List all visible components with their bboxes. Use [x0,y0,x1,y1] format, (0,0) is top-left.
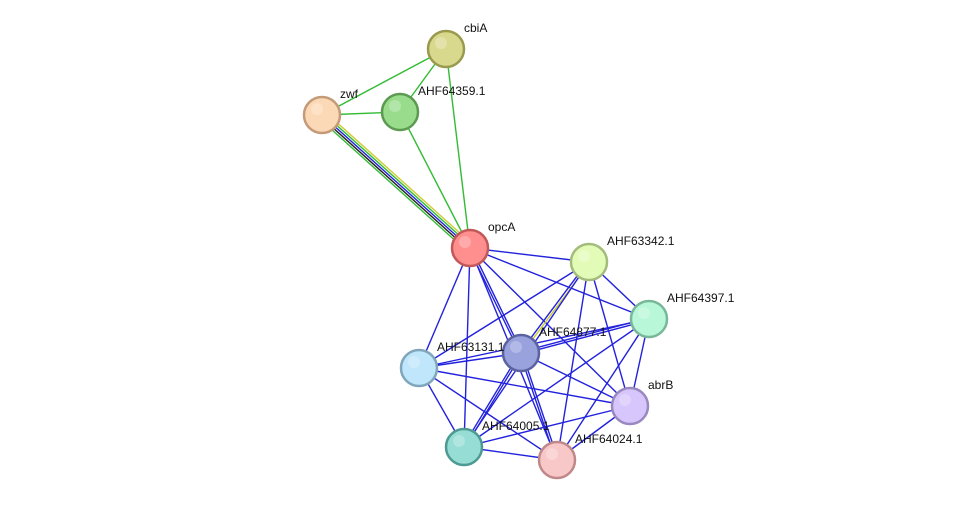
node-highlight-ahf64359-1 [389,100,401,112]
edge-zwf-opca-1 [323,112,472,247]
node-highlight-cbia [435,37,447,49]
edge-opca-ahf64005-1 [463,247,471,448]
node-circle-ahf64359-1[interactable] [380,92,420,132]
edge-opca-ahf63131-1 [418,247,471,369]
node-label-ahf64877-1: AHF64877.1 [539,325,607,339]
edge-ahf64397-1-ahf64877-1-0 [521,319,650,355]
node-highlight-zwf [311,103,323,115]
node-circle-opca[interactable] [450,228,490,268]
edge-ahf64359-1-opca [399,111,471,249]
edge-zwf-opca-2 [321,114,471,249]
edge-opca-ahf64877-1-0 [470,247,523,353]
node-label-ahf64397-1: AHF64397.1 [667,291,735,305]
node-label-ahf64005-1: AHF64005.1 [482,419,550,433]
node-label-ahf64359-1: AHF64359.1 [418,84,486,98]
node-highlight-opca [459,236,471,248]
node-circle-ahf64877-1[interactable] [501,333,541,373]
node-label-ahf64024-1: AHF64024.1 [575,432,643,446]
edge-ahf63131-1-ahf64024-1 [418,367,558,461]
node-highlight-ahf63131-1 [408,356,420,368]
edge-zwf-opca-4 [318,117,468,252]
node-abrb[interactable]: abrB [610,378,673,426]
edge-ahf63131-1-abrb [418,367,631,407]
edge-ahf63342-1-ahf64024-1 [556,261,590,461]
node-ahf63131-1[interactable]: AHF63131.1 [399,340,505,388]
node-label-opca: opcA [488,220,515,234]
node-circle-zwf[interactable] [302,95,342,135]
node-label-zwf: zwf [340,87,359,101]
node-ahf64024-1[interactable]: AHF64024.1 [537,432,643,480]
node-circle-ahf64397-1[interactable] [629,299,669,339]
edge-opca-ahf64397-1 [469,247,650,320]
node-circle-ahf64005-1[interactable] [444,427,484,467]
node-highlight-ahf64397-1 [638,307,650,319]
node-label-abrb: abrB [648,378,673,392]
node-label-cbia: cbiA [464,21,487,35]
edge-opca-ahf63342-1 [469,247,590,263]
node-ahf64877-1[interactable]: AHF64877.1 [501,325,607,373]
node-ahf64397-1[interactable]: AHF64397.1 [629,291,735,339]
node-circle-ahf63342-1[interactable] [569,242,609,282]
node-opca[interactable]: opcA [450,220,515,268]
node-circle-ahf64024-1[interactable] [537,440,577,480]
node-highlight-abrb [619,394,631,406]
nodes-layer: cbiA zwf AHF64359.1 opcA AHF63342.1AHF64397.… [302,21,735,480]
node-highlight-ahf64024-1 [546,448,558,460]
node-label-ahf63131-1: AHF63131.1 [437,340,505,354]
edge-ahf64877-1-abrb [520,352,631,407]
edge-opca-abrb [469,247,631,407]
edge-zwf-opca-0 [324,111,474,246]
node-label-ahf63342-1: AHF63342.1 [607,234,675,248]
edge-zwf-opca-3 [320,116,469,251]
edge-ahf63342-1-ahf63131-1 [418,261,590,369]
edge-cbia-opca [445,48,471,249]
node-cbia[interactable]: cbiA [426,21,487,69]
edge-cbia-zwf [321,48,447,116]
edge-ahf64397-1-ahf64005-1 [463,318,650,448]
node-ahf64359-1[interactable]: AHF64359.1 [380,84,486,132]
node-circle-ahf63131-1[interactable] [399,348,439,388]
node-highlight-ahf64877-1 [510,341,522,353]
node-circle-abrb[interactable] [610,386,650,426]
edge-ahf64397-1-ahf64024-1 [556,318,650,461]
node-circle-cbia[interactable] [426,29,466,69]
node-zwf[interactable]: zwf [302,87,359,135]
node-highlight-ahf64005-1 [453,435,465,447]
node-ahf63342-1[interactable]: AHF63342.1 [569,234,675,282]
node-ahf64005-1[interactable]: AHF64005.1 [444,419,550,467]
edge-ahf63342-1-abrb [588,261,631,407]
node-highlight-ahf63342-1 [578,250,590,262]
edge-abrb-ahf64005-1 [463,405,631,448]
